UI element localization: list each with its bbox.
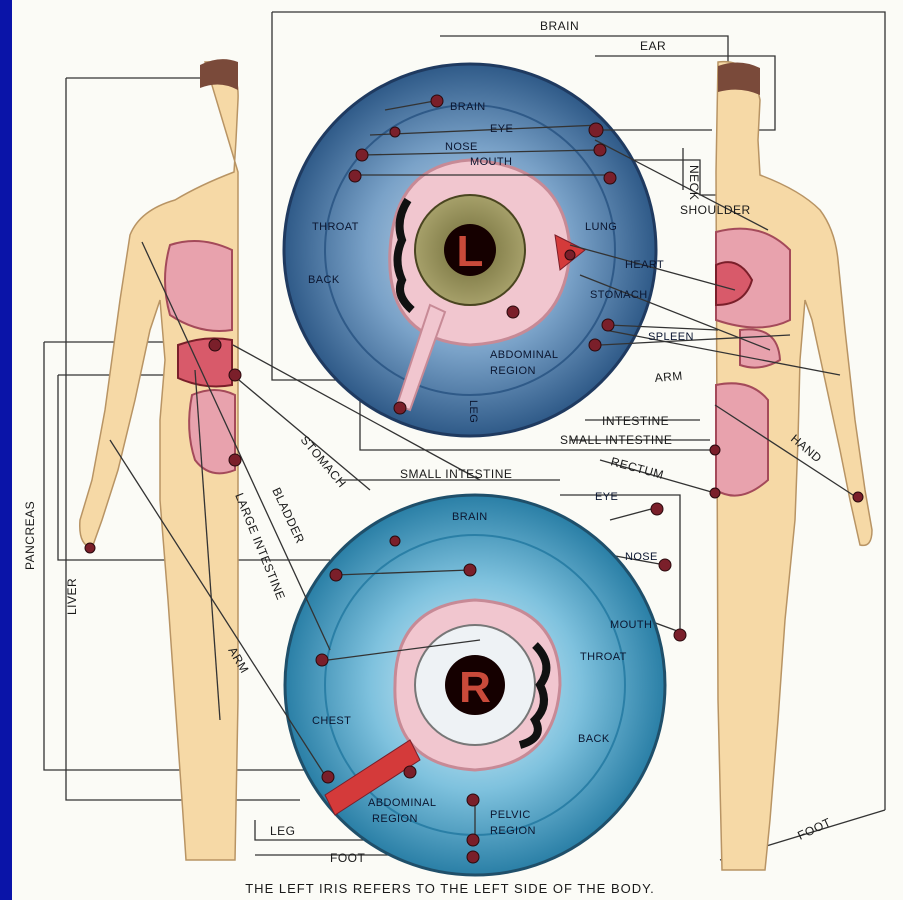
l-label-abdominal: ABDOMINAL: [490, 349, 558, 361]
dot-r-3: [316, 654, 328, 666]
label-bladder: BLADDER: [269, 485, 307, 545]
label-leg: LEG: [270, 824, 296, 838]
dot-l-2: [594, 144, 606, 156]
r-label-pelvic-region: REGION: [490, 825, 536, 837]
label-stomach-mid: STOMACH: [298, 433, 349, 490]
dot-l-4: [589, 339, 601, 351]
dot-stomach: [229, 369, 241, 381]
dot-hand-l: [85, 543, 95, 553]
dot-leg-r: [467, 834, 479, 846]
dot-chest-r: [322, 771, 334, 783]
label-small-intestine-mid: SMALL INTESTINE: [400, 467, 512, 481]
diagram-caption: THE LEFT IRIS REFERS TO THE LEFT SIDE OF…: [245, 881, 655, 896]
dot-large-int: [229, 454, 241, 466]
l-label-brain: BRAIN: [450, 101, 486, 113]
label-intestine: INTESTINE: [602, 414, 669, 428]
label-foot: FOOT: [330, 851, 365, 865]
r-label-mouth: MOUTH: [610, 619, 652, 631]
l-label-throat: THROAT: [312, 221, 359, 233]
label-arm-right: ARM: [654, 369, 683, 385]
label-pancreas: PANCREAS: [23, 501, 37, 570]
dot-liver: [209, 339, 221, 351]
l-label-mouth: MOUTH: [470, 156, 512, 168]
r-label-brain: BRAIN: [452, 511, 488, 523]
dot-l-3: [604, 172, 616, 184]
l-label-spleen: SPLEEN: [648, 331, 694, 343]
dot-foot-r: [467, 851, 479, 863]
dot-mouth-r: [674, 629, 686, 641]
right-iris-letter: R: [459, 663, 491, 712]
l-label-nose: NOSE: [445, 141, 478, 153]
dot-ear-l: [589, 123, 603, 137]
dot-brain-r: [390, 536, 400, 546]
label-rectum: RECTUM: [609, 454, 665, 482]
dot-r-1: [464, 564, 476, 576]
l-label-back: BACK: [308, 274, 340, 286]
dot-spleen-l: [602, 319, 614, 331]
dot-nose-l: [356, 149, 368, 161]
l-label-eye: EYE: [490, 123, 513, 135]
dot-mouth-l: [349, 170, 361, 182]
label-liver: LIVER: [65, 578, 79, 615]
dot-r-4: [404, 766, 416, 778]
dot-leg-l: [394, 402, 406, 414]
dot-rectum: [710, 488, 720, 498]
label-brain-top: BRAIN: [540, 19, 579, 33]
label-foot-right: FOOT: [795, 815, 833, 843]
dot-eye-r: [651, 503, 663, 515]
l-label-lung: LUNG: [585, 221, 617, 233]
dot-hand-r: [853, 492, 863, 502]
dot-r-2: [330, 569, 342, 581]
l-label-region: REGION: [490, 365, 536, 377]
dot-pelvic-r: [467, 794, 479, 806]
label-shoulder: SHOULDER: [680, 203, 751, 217]
r-label-eye: EYE: [595, 491, 618, 503]
r-label-back: BACK: [578, 733, 610, 745]
r-label-pelvic: PELVIC: [490, 809, 531, 821]
l-label-leg: LEG: [467, 400, 479, 423]
r-label-throat: THROAT: [580, 651, 627, 663]
label-ear-top: EAR: [640, 39, 666, 53]
dot-small-int: [710, 445, 720, 455]
r-label-chest: CHEST: [312, 715, 351, 727]
dot-nose-r: [659, 559, 671, 571]
dot-eye-l: [390, 127, 400, 137]
label-small-intestine: SMALL INTESTINE: [560, 433, 672, 447]
dot-brain-l: [431, 95, 443, 107]
dot-heart-l: [565, 250, 575, 260]
r-label-nose: NOSE: [625, 551, 658, 563]
r-label-abdominal: ABDOMINAL: [368, 797, 436, 809]
l-label-heart: HEART: [625, 259, 664, 271]
r-label-region: REGION: [372, 813, 418, 825]
label-neck: NECK: [687, 165, 701, 200]
dot-abd-l: [507, 306, 519, 318]
left-iris-letter: L: [457, 227, 484, 276]
l-label-stomach: STOMACH: [590, 289, 648, 301]
